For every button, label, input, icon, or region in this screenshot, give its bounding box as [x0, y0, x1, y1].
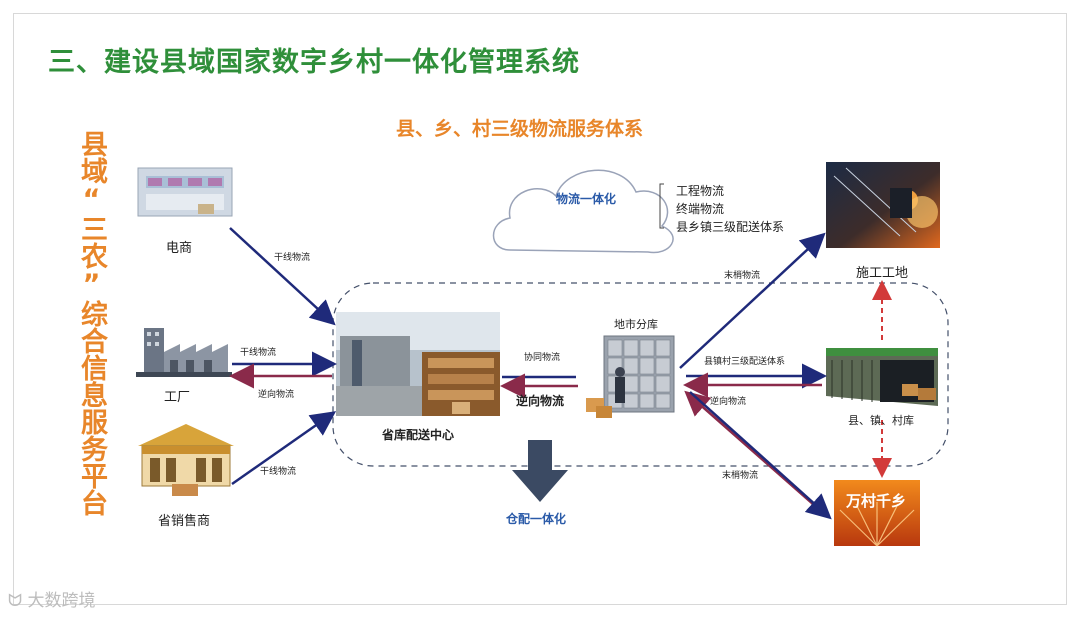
- edge-label-last-mile-1: 末梢物流: [724, 271, 761, 281]
- edge-label-last-mile-2: 末梢物流: [722, 471, 759, 481]
- cloud-item: 终端物流: [676, 202, 725, 216]
- label-ecommerce: 电商: [166, 241, 193, 256]
- edge-label-reverse-1: 逆向物流: [258, 390, 295, 400]
- edge-label-cooperative: 协同物流: [524, 353, 561, 363]
- arrow-trunk-seller: [231, 411, 337, 486]
- down-arrow: [512, 440, 568, 502]
- edge-label-trunk-1: 干线物流: [274, 253, 311, 263]
- factory-icon: [136, 328, 232, 377]
- edge-label-trunk-3: 干线物流: [260, 467, 297, 477]
- cloud-item-list: 工程物流 终端物流 县乡镇三级配送体系: [676, 182, 784, 236]
- cloud-label: 物流一体化: [556, 192, 617, 206]
- cloud-bracket: [659, 183, 664, 229]
- lockers-icon: [586, 335, 675, 418]
- label-construction-site: 施工工地: [856, 266, 909, 281]
- cloud-item: 工程物流: [676, 184, 725, 198]
- label-county-warehouse: 县、镇、村库: [848, 414, 914, 427]
- edge-label-reverse-2: 逆向物流: [516, 394, 565, 408]
- ecommerce-icon: [137, 167, 233, 217]
- watermark: ᗢ 大数跨境: [8, 586, 96, 611]
- side-title: 县域“三农”综合信息服务平台: [76, 130, 107, 516]
- edge-label-county-delivery: 县镇村三级配送体系: [704, 357, 786, 367]
- watermark-text: 大数跨境: [27, 591, 96, 611]
- arrow-last-mile-badge: [689, 391, 832, 520]
- shop-icon: [138, 424, 234, 496]
- label-distribution-center: 省库配送中心: [382, 428, 455, 442]
- distribution-center-photo: [336, 312, 500, 416]
- construction-site-photo: [826, 162, 940, 248]
- label-factory: 工厂: [164, 390, 191, 405]
- label-city-warehouse: 地市分库: [614, 318, 658, 331]
- village-warehouse-photo: [826, 348, 938, 406]
- cloud-shape: [492, 169, 674, 254]
- brand-badge-image: [834, 480, 920, 547]
- watermark-icon: ᗢ: [8, 591, 23, 611]
- edge-label-reverse-3: 逆向物流: [710, 397, 747, 407]
- diagram-subtitle: 县、乡、村三级物流服务体系: [396, 118, 644, 140]
- brand-badge-text: 万村千乡: [846, 492, 907, 510]
- arrow-last-mile-site: [679, 232, 826, 369]
- page-title: 三、建设县域国家数字乡村一体化管理系统: [48, 47, 580, 78]
- edge-label-trunk-2: 干线物流: [240, 348, 277, 358]
- arrow-reverse-badge: [684, 390, 823, 513]
- label-provincial-seller: 省销售商: [158, 514, 211, 529]
- cloud-item: 县乡镇三级配送体系: [676, 220, 785, 234]
- arrow-trunk-ecommerce: [229, 227, 336, 326]
- bottom-label: 仓配一体化: [506, 512, 567, 526]
